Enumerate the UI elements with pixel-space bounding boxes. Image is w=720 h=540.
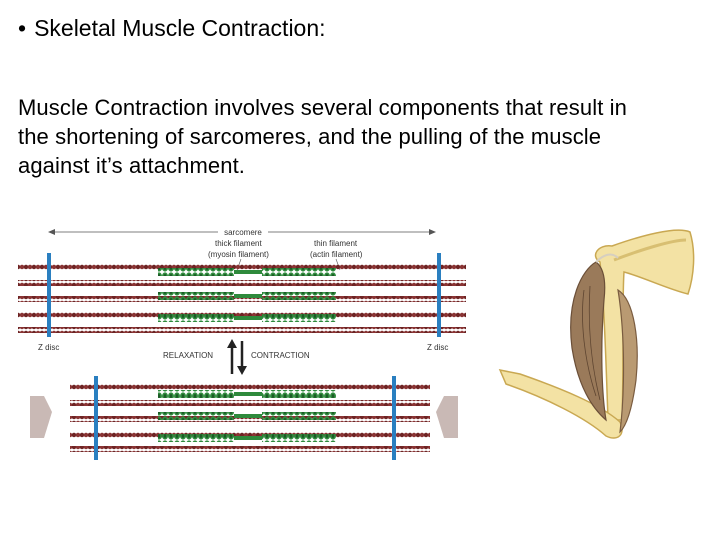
myosin-filament [158, 412, 336, 420]
sarcomere-arrow-right [429, 229, 436, 235]
actin-filament [70, 400, 430, 406]
actin-filament [70, 416, 430, 422]
actin-filament [70, 384, 430, 390]
up-arrow-icon [227, 339, 237, 348]
relaxed-sarcomere: sarcomere thick filament (myosin filamen… [18, 226, 466, 352]
actin-filament [18, 312, 466, 318]
actin-filament [18, 296, 466, 302]
sarcomere-label: sarcomere [224, 228, 262, 237]
contraction-label: CONTRACTION [251, 351, 310, 360]
forearm-bone [498, 368, 623, 439]
relaxation-contraction-arrows: RELAXATION CONTRACTION [163, 339, 310, 375]
myosin-filament [158, 390, 336, 398]
right-push-arrow-icon [436, 396, 458, 438]
actin-filament [18, 327, 466, 333]
contracted-sarcomere [30, 376, 458, 460]
actin-filament [70, 446, 430, 452]
bullet: • [18, 15, 27, 41]
z-disc-left-label: Z disc [38, 343, 59, 352]
actin-filament [18, 280, 466, 286]
z-disc-right [392, 376, 396, 460]
triceps-muscle [617, 288, 638, 434]
myosin-filament [158, 268, 336, 276]
z-disc-right-label: Z disc [427, 343, 448, 352]
upper-arm-bone [594, 229, 695, 421]
z-disc-left [94, 376, 98, 460]
slide-heading: • Skeletal Muscle Contraction: [18, 14, 326, 42]
myosin-filament-label: (myosin filament) [208, 250, 269, 259]
actin-filament [70, 432, 430, 438]
thin-filament-label: thin filament [314, 239, 358, 248]
myosin-filament [158, 292, 336, 300]
actin-filament-label: (actin filament) [310, 250, 363, 259]
arm-illustration [498, 229, 695, 439]
myosin-filament [158, 434, 336, 442]
heading-text: Skeletal Muscle Contraction: [34, 15, 326, 41]
actin-filament [18, 264, 466, 270]
sarcomere-arrow-left [48, 229, 55, 235]
down-arrow-icon [237, 366, 247, 375]
biceps-muscle [570, 261, 607, 422]
left-push-arrow-icon [30, 396, 52, 438]
relaxation-label: RELAXATION [163, 351, 213, 360]
z-disc-right [437, 253, 441, 337]
z-disc-left [47, 253, 51, 337]
thick-filament-label: thick filament [215, 239, 262, 248]
myosin-filament [158, 314, 336, 322]
slide-body-text: Muscle Contraction involves several comp… [18, 95, 627, 178]
